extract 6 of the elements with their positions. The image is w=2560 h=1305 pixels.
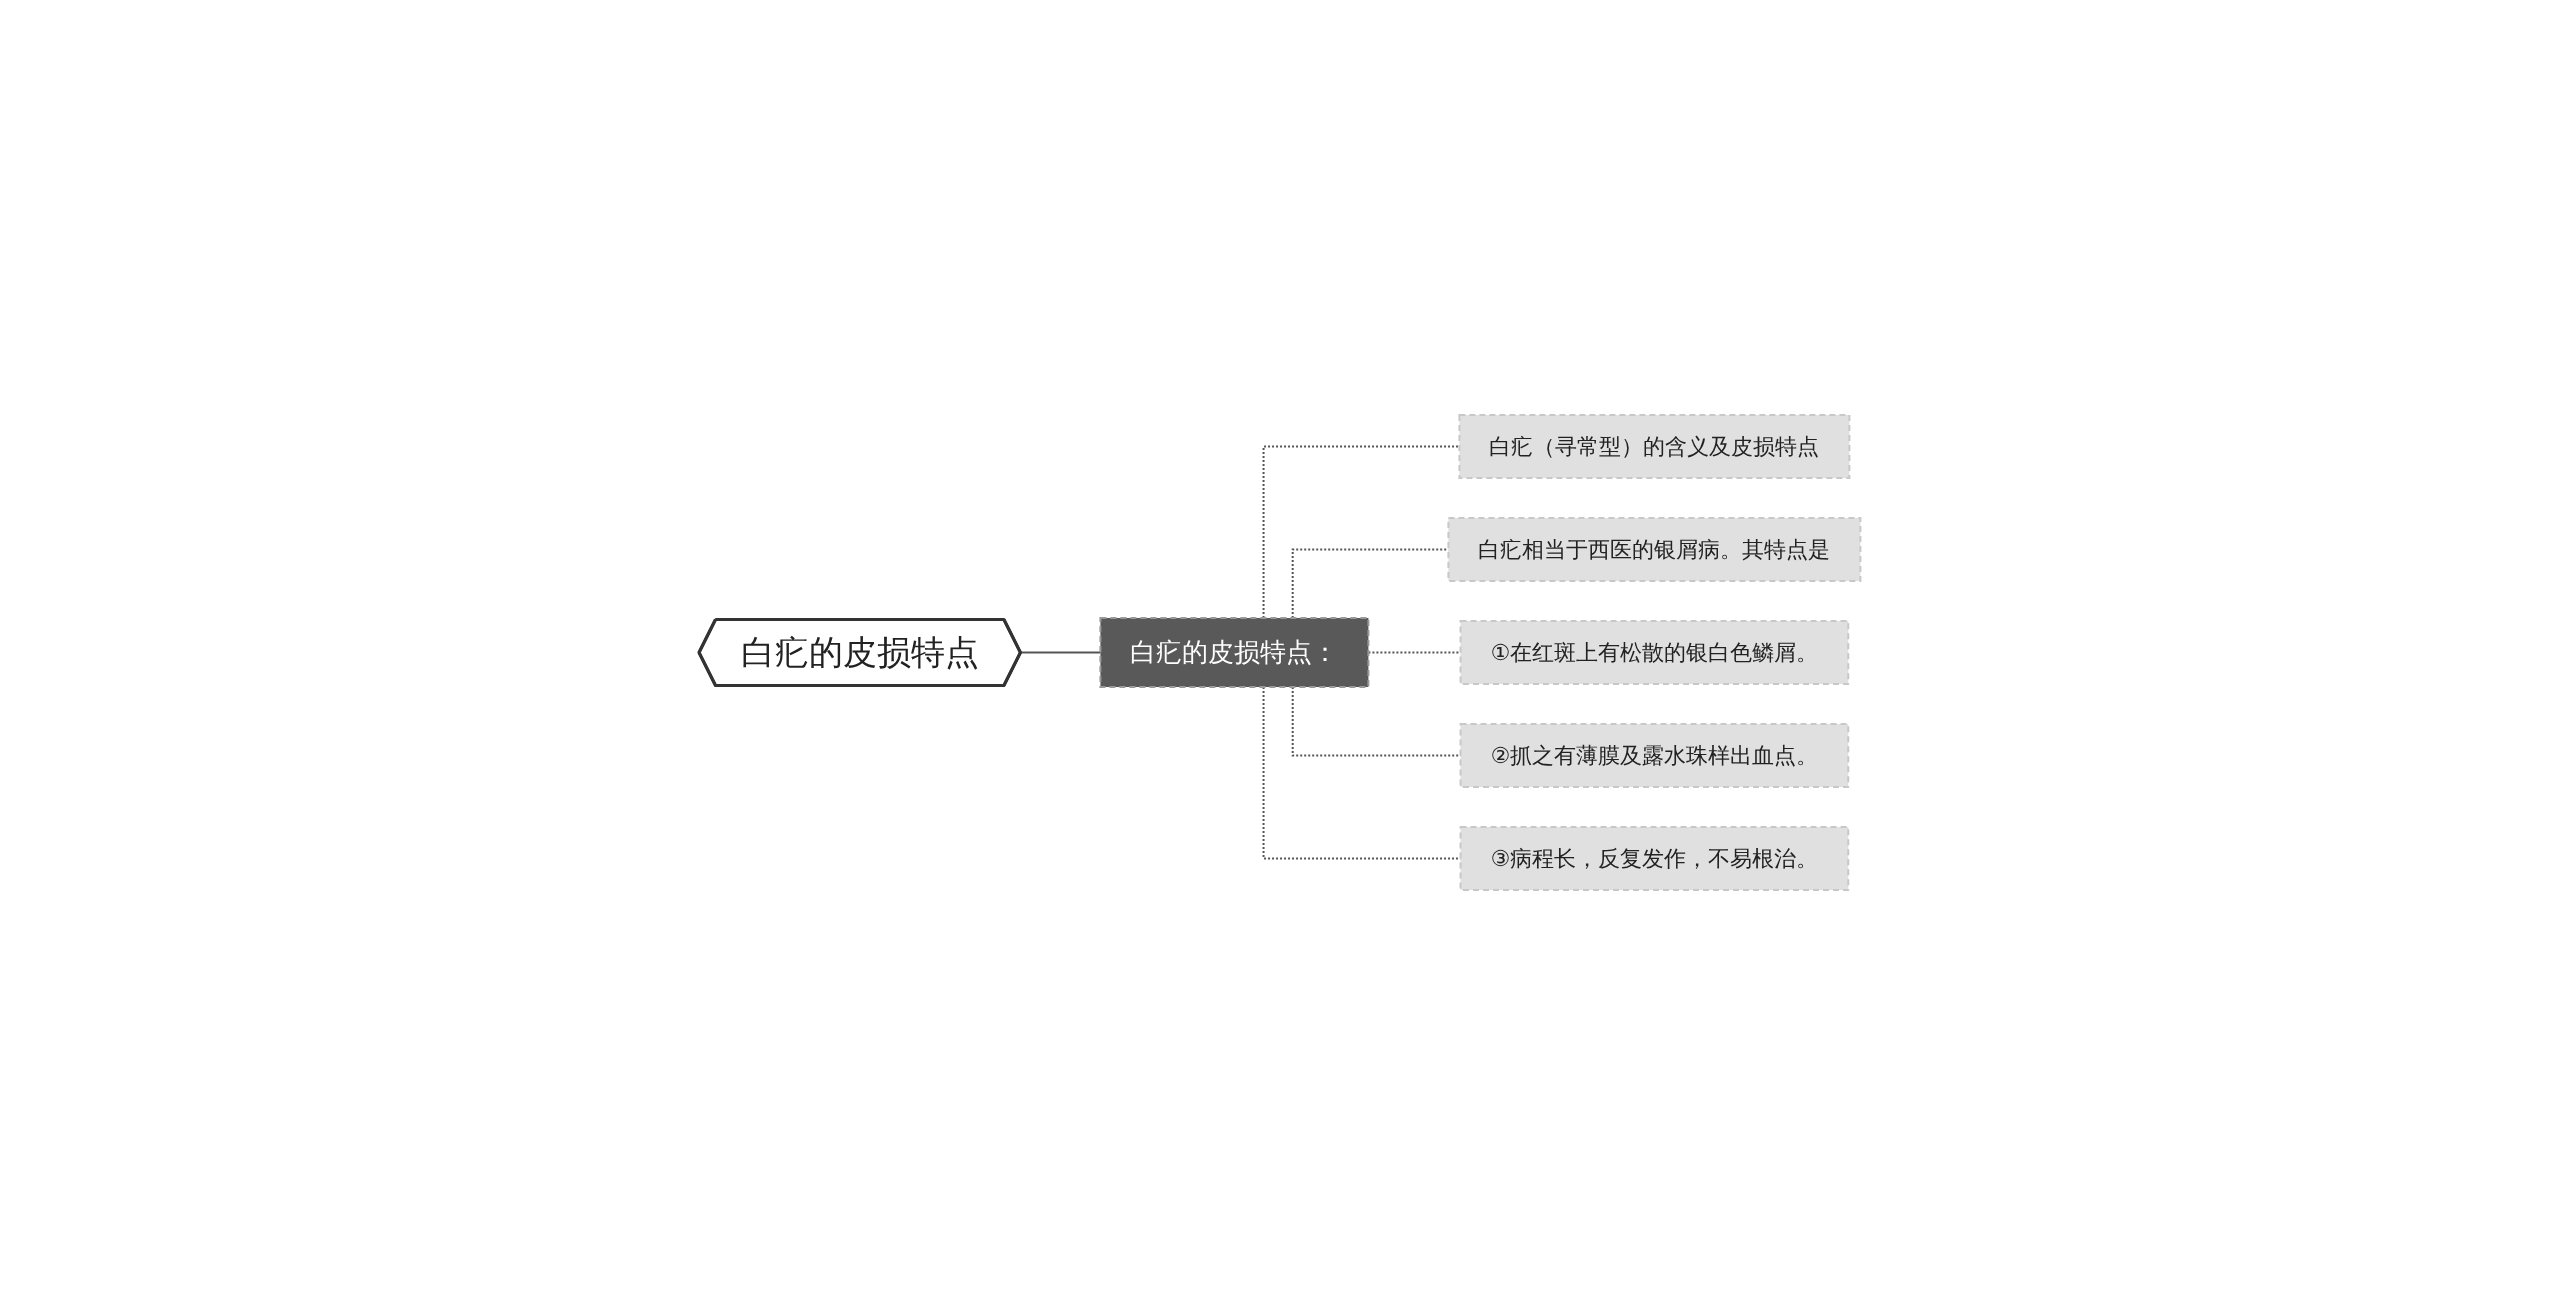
node-box: 白疕（寻常型）的含义及皮损特点 (1458, 414, 1851, 479)
node-box: 白疕相当于西医的银屑病。其特点是 (1447, 517, 1862, 582)
node-box: ①在红斑上有松散的银白色鳞屑。 (1459, 620, 1850, 685)
node-box: 白疕的皮损特点： (1099, 617, 1370, 688)
node-box: ③病程长，反复发作，不易根治。 (1459, 826, 1850, 891)
node-box: ②抓之有薄膜及露水珠样出血点。 (1459, 723, 1850, 788)
